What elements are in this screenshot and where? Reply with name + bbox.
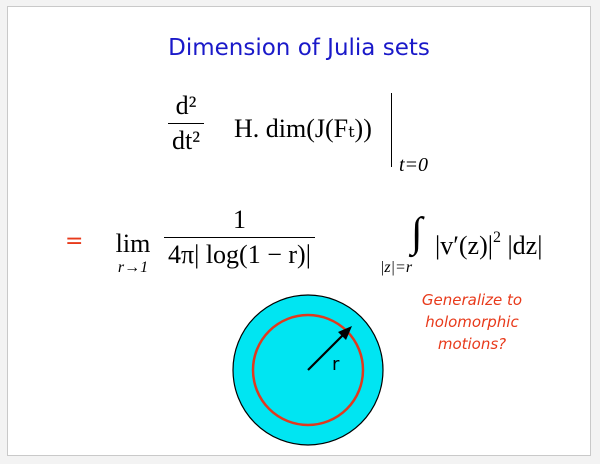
integral-sign: ∫: [411, 210, 423, 256]
arrowhead-icon: [338, 326, 352, 340]
slide: Dimension of Julia sets d² dt² H. dim(J(…: [7, 6, 591, 456]
integrand-power: 2: [492, 229, 501, 246]
integrand: |v′(z)|2 |dz|: [435, 229, 542, 261]
limit-fraction-numerator: 1: [232, 205, 246, 234]
note-line-1: Generalize to: [421, 291, 523, 309]
radius-label: r: [332, 354, 340, 375]
integrand-main: |v′(z)|: [435, 231, 493, 260]
integral-subscript: |z|=r: [380, 259, 413, 276]
derivative-fraction: d² dt²: [168, 91, 205, 156]
evaluation-subscript: t=0: [399, 154, 429, 176]
inner-circle: [251, 313, 365, 427]
limit-formula: = lim r→1 1 4π| log(1 − r)| ∫ |z|=r |v′(…: [8, 203, 592, 283]
limit-fraction: 1 4π| log(1 − r)|: [164, 205, 315, 270]
note-line-3: motions?: [437, 335, 507, 353]
limit-operator: lim r→1: [109, 229, 157, 277]
equals-sign: =: [65, 229, 84, 254]
limit-fraction-denominator: 4π| log(1 − r)|: [164, 237, 315, 270]
note-text: Generalize to holomorphic motions?: [408, 289, 536, 355]
derivative-denominator: dt²: [168, 123, 205, 156]
derivative-numerator: d²: [175, 91, 197, 120]
limit-word: lim: [115, 229, 151, 258]
slide-title: Dimension of Julia sets: [168, 35, 430, 61]
limit-subscript: r→1: [117, 259, 149, 276]
note-line-2: holomorphic: [425, 313, 519, 331]
disc-diagram: r: [232, 294, 384, 446]
evaluation-bar: [391, 93, 392, 167]
radius-arrow: [307, 331, 347, 371]
hausdorff-dimension-expression: H. dim(J(Fₜ)): [234, 114, 372, 143]
integrand-tail: |dz|: [500, 231, 543, 260]
